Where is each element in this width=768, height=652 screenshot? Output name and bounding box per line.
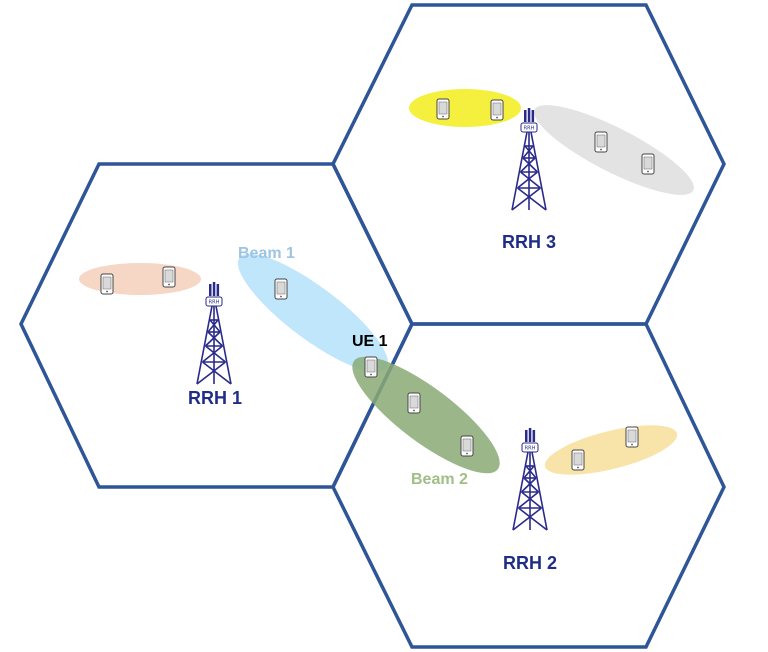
rrh-tag: RRH [524, 126, 535, 132]
mobile-phone-icon [100, 273, 114, 295]
mobile-phone-icon [641, 153, 655, 175]
beam-rrh3-left [409, 89, 521, 127]
mobile-phone-icon [490, 99, 504, 121]
beam-rrh2-right [544, 425, 678, 475]
rrh3-label: RRH 3 [502, 232, 556, 252]
beam-rrh3-right [534, 105, 694, 195]
beam-rrh1-left [79, 263, 201, 295]
rrh-tag: RRH [209, 300, 220, 306]
beam2-label: Beam 2 [411, 471, 468, 488]
mobile-phone-icon [274, 278, 288, 300]
mobile-phone-icon [407, 392, 421, 414]
beam1-label: Beam 1 [238, 245, 295, 262]
mobile-phone-icon [625, 426, 639, 448]
rrh1-tower: RRH [196, 281, 232, 385]
rrh2-tower: RRH [512, 427, 548, 531]
mobile-phone-icon [436, 98, 450, 120]
mobile-phone-icon [571, 449, 585, 471]
cell-tower-icon [196, 281, 232, 385]
mobile-phone-icon [460, 435, 474, 457]
mobile-phone-icon [162, 266, 176, 288]
mobile-phone-icon [594, 131, 608, 153]
ue1-phone-icon [364, 356, 378, 378]
cell-tower-icon [512, 427, 548, 531]
ue1-label: UE 1 [352, 333, 388, 350]
rrh1-label: RRH 1 [188, 388, 242, 408]
beam-2 [352, 356, 500, 474]
cell-rrh2-hexagon [331, 322, 726, 649]
rrh-tag: RRH [525, 446, 536, 452]
rrh2-label: RRH 2 [503, 553, 557, 573]
rrh3-tower: RRH [511, 107, 547, 211]
